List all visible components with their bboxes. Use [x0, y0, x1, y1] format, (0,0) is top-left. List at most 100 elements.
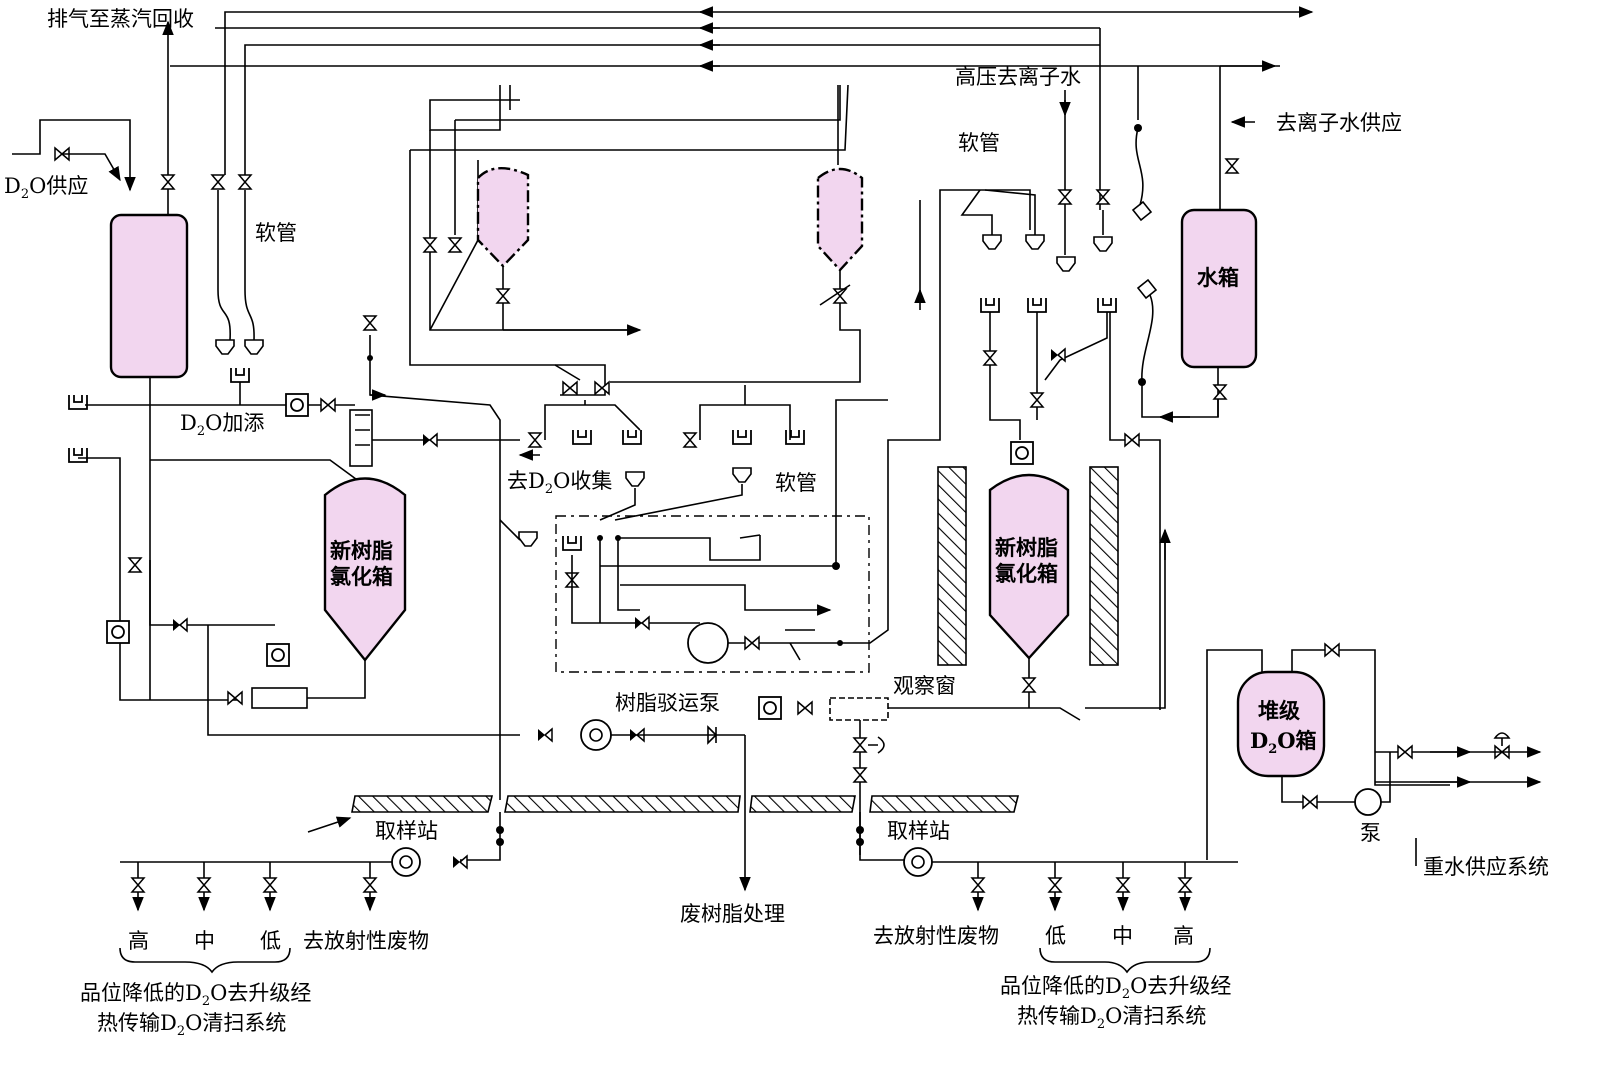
grade-mid-valve-right[interactable] [1116, 877, 1130, 893]
resin-tank-right-bottom-valve[interactable] [1022, 677, 1036, 693]
shield-wall-4 [869, 795, 1020, 813]
water-to-resin-valve[interactable] [1124, 433, 1140, 447]
hose-valve-a[interactable] [211, 174, 225, 190]
label-sampling-station-left: 取样站 [375, 819, 438, 843]
junction-valve-a[interactable] [562, 381, 578, 395]
flow-indicator-lower [266, 643, 290, 667]
label-grade-high-left: 高 [128, 929, 149, 953]
di-water-inlet-valve[interactable] [1225, 158, 1239, 174]
label-hose-left: 软管 [255, 221, 297, 245]
filter-lower-left [251, 687, 308, 709]
flow-indicator-bottom [758, 696, 782, 720]
flow-indicator-upper [285, 393, 309, 417]
resin-tank-inlet-valve-a[interactable] [983, 350, 997, 366]
grade-high-valve-right[interactable] [1178, 877, 1192, 893]
label-d2o-addition: D2O加添 [180, 411, 264, 439]
sample-valve-right-b[interactable] [853, 767, 867, 783]
grade-low-valve-right[interactable] [1048, 877, 1062, 893]
flow-indicator-right [1010, 441, 1034, 465]
skid-cup [562, 535, 582, 551]
label-d2o-supply: D2O供应 [4, 174, 88, 202]
observation-window-left [937, 466, 967, 666]
lower-left-valve[interactable] [227, 691, 243, 705]
upper-hoppers [409, 84, 864, 547]
vent-valve[interactable] [161, 174, 175, 190]
right-upper-area [937, 90, 1258, 710]
observation-window-right [1089, 466, 1119, 666]
hopper-left-valve-b[interactable] [448, 237, 462, 253]
stack-pump-suction-valve[interactable] [1302, 795, 1318, 809]
label-resin-transfer-pump: 树脂驳运泵 [615, 691, 720, 715]
hopper-left-bottom-valve[interactable] [496, 288, 510, 304]
water-tank [1180, 208, 1258, 369]
label-heavy-water-supply-system: 重水供应系统 [1423, 855, 1549, 879]
collection-funnel-a [625, 471, 645, 487]
stack-tank-bypass-valve[interactable] [1324, 643, 1340, 657]
collection-funnel-b [732, 467, 752, 483]
resin-tank-inlet-valve-b[interactable] [1030, 392, 1044, 408]
hp-water-nozzle-b [1093, 236, 1113, 252]
filter-upper [349, 409, 373, 467]
resin-transfer-skid [555, 189, 1031, 673]
supply-outlet-valve[interactable] [1397, 745, 1413, 759]
label-grade-low-right: 低 [1045, 924, 1066, 948]
label-downgraded-left-line2: 热传输D2O清扫系统 [97, 1011, 286, 1039]
hose-end-a [215, 339, 235, 355]
shield-wall-3 [749, 795, 856, 813]
heavy-water-supply-area [1206, 643, 1542, 866]
label-spent-resin-treatment: 废树脂处理 [680, 902, 785, 926]
waste-valve-right[interactable] [971, 877, 985, 893]
resin-tank-inlet-valve-c[interactable] [1050, 348, 1066, 362]
resin-tank-cup-a [980, 297, 1000, 313]
sample-valve-right-a[interactable] [853, 737, 867, 753]
label-to-radioactive-waste-right: 去放射性废物 [873, 924, 999, 948]
label-observation-window: 观察窗 [893, 674, 956, 698]
label-grade-low-left: 低 [260, 929, 281, 953]
junction-cup-a [572, 429, 592, 445]
hose-valve-b[interactable] [238, 174, 252, 190]
label-stack-tank-1: 堆级 [1258, 698, 1300, 723]
waste-valve-left[interactable] [363, 877, 377, 893]
grade-mid-valve-left[interactable] [197, 877, 211, 893]
label-deionized-water-supply: 去离子水供应 [1276, 111, 1402, 135]
transfer-funnel [518, 531, 538, 547]
hp-water-valve-b[interactable] [1096, 189, 1110, 205]
resin-tank-cup-b [1027, 297, 1047, 313]
label-to-d2o-collection: 去D2O收集 [507, 469, 612, 497]
left-storage-vessel-area [12, 119, 520, 800]
pump-suction-valve[interactable] [537, 728, 553, 742]
label-hp-deionized-water: 高压去离子水 [955, 65, 1081, 89]
pump-discharge-valve[interactable] [744, 636, 760, 650]
grade-low-valve-left[interactable] [263, 877, 277, 893]
grade-high-valve-left[interactable] [131, 877, 145, 893]
label-downgraded-right-line1: 品位降低的D2O去升级经 [1000, 974, 1231, 1002]
junction-cup-b [622, 429, 642, 445]
junction-drain-valve-b[interactable] [683, 432, 697, 448]
filter-inlet-valve[interactable] [363, 315, 377, 331]
label-downgraded-right-line2: 热传输D2O清扫系统 [1017, 1004, 1206, 1032]
sampling-left-valve[interactable] [452, 855, 468, 869]
resin-tank-return-valve[interactable] [172, 618, 188, 632]
sampling-station-left [119, 847, 468, 974]
water-tank-outlet-valve[interactable] [1213, 384, 1227, 400]
addition-valve[interactable] [320, 398, 336, 412]
upper-hopper-left [476, 167, 530, 268]
sampling-station-right [903, 847, 1238, 974]
hopper-left-valve-a[interactable] [423, 237, 437, 253]
supply-pump [1354, 788, 1382, 816]
hp-water-valve-a[interactable] [1058, 189, 1072, 205]
label-hose-right: 软管 [958, 131, 1000, 155]
label-downgraded-left-line1: 品位降低的D2O去升级经 [80, 981, 311, 1009]
label-hose-middle: 软管 [775, 471, 817, 495]
left-isolation-valve[interactable] [128, 557, 142, 573]
junction-valve-b[interactable] [594, 381, 610, 395]
junction-cup-c [732, 429, 752, 445]
filter-bottom [829, 697, 889, 721]
skid-pump-suction-valve[interactable] [634, 616, 650, 630]
bottom-filter-valve[interactable] [797, 701, 813, 715]
filter-outlet-valve[interactable] [422, 433, 438, 447]
label-grade-high-right: 高 [1173, 924, 1194, 948]
junction-drain-valve-a[interactable] [528, 432, 542, 448]
d2o-supply-tank [109, 213, 189, 379]
